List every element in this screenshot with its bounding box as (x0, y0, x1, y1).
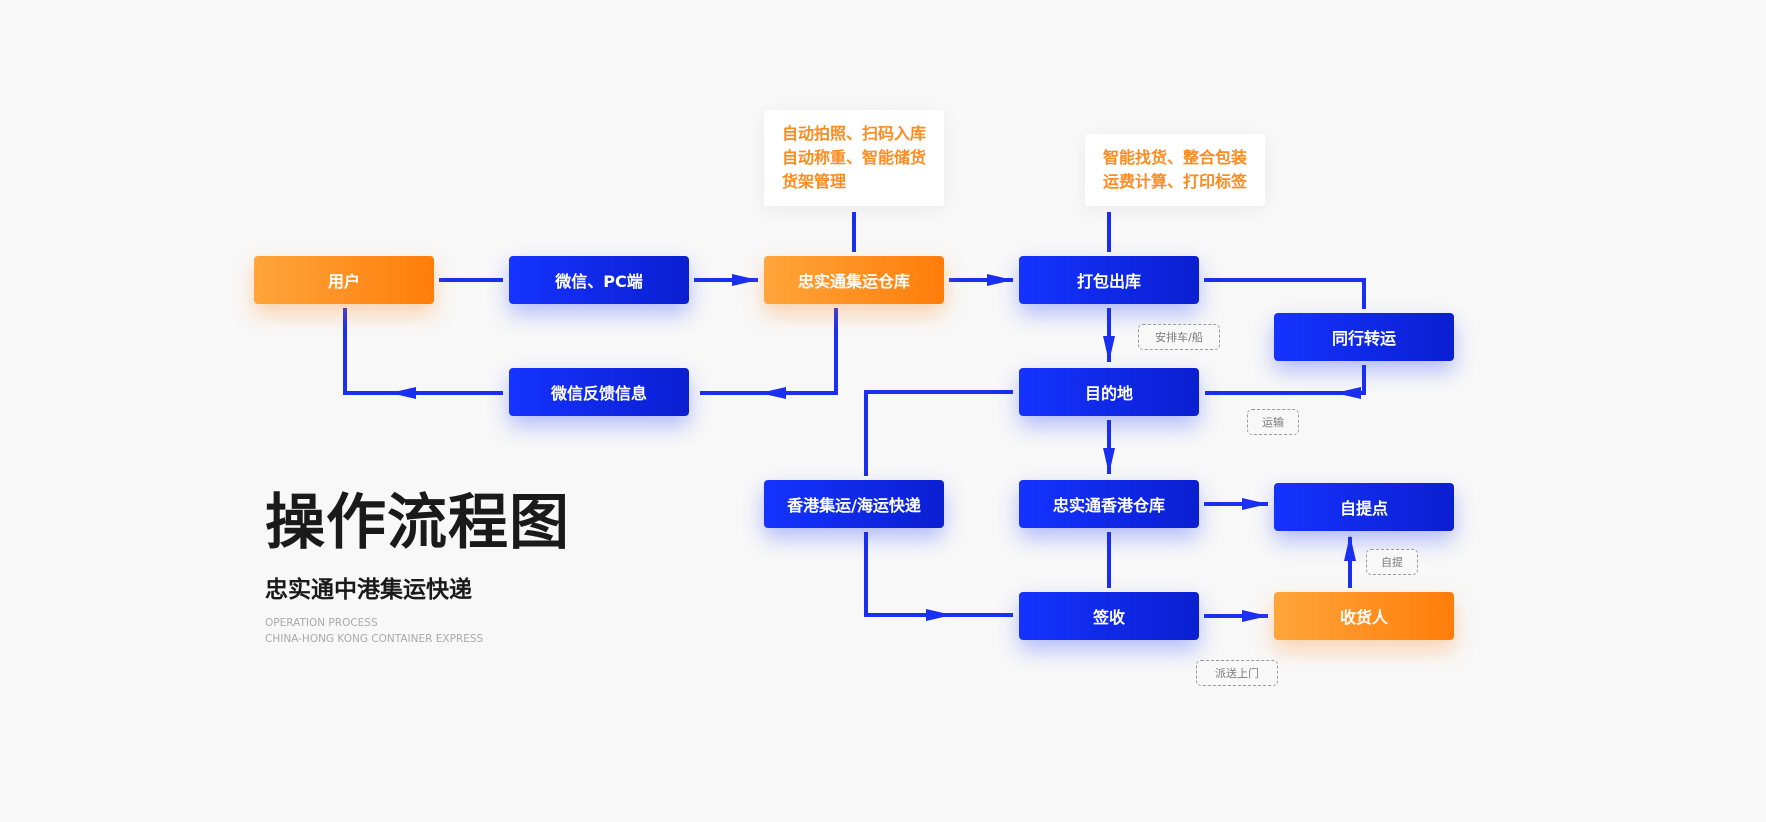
warehouse-note: 自动拍照、扫码入库 自动称重、智能储货 货架管理 (764, 110, 944, 206)
tag-delivery: 派送上门 (1196, 660, 1278, 686)
arrowhead (926, 609, 952, 621)
tag-self-pick: 自提 (1366, 549, 1418, 575)
node-sign: 签收 (1019, 592, 1199, 640)
connector-warehouse-feedback (700, 308, 838, 395)
node-pickup-point: 自提点 (1274, 483, 1454, 531)
warehouse-note-line: 自动称重、智能储货 (782, 148, 927, 167)
warehouse-note-line: 自动拍照、扫码入库 (782, 124, 927, 143)
tag-transport: 运输 (1247, 409, 1299, 435)
connector-feedback-user (343, 308, 503, 395)
arrowhead (1335, 387, 1361, 399)
node-hk-warehouse: 忠实通香港仓库 (1019, 480, 1199, 528)
node-pack-out: 打包出库 (1019, 256, 1199, 304)
arrowhead (760, 387, 786, 399)
node-receiver: 收货人 (1274, 592, 1454, 640)
node-wechat-feedback: 微信反馈信息 (509, 368, 689, 416)
arrowhead (987, 274, 1013, 286)
pack-note-line: 运费计算、打印标签 (1103, 172, 1248, 191)
node-user: 用户 (254, 256, 434, 304)
node-hk-sea: 香港集运/海运快递 (764, 480, 944, 528)
english-caption-line2: CHINA-HONG KONG CONTAINER EXPRESS (265, 633, 484, 645)
arrowhead (1103, 336, 1115, 362)
node-peer-transfer: 同行转运 (1274, 313, 1454, 361)
tag-arrange: 安排车/船 (1138, 324, 1220, 350)
arrowhead (732, 274, 758, 286)
page-title: 操作流程图 (265, 488, 570, 558)
arrowhead (1344, 535, 1356, 561)
arrowhead (390, 387, 416, 399)
arrowhead (1103, 448, 1115, 474)
page-subtitle: 忠实通中港集运快递 (265, 577, 472, 603)
node-destination: 目的地 (1019, 368, 1199, 416)
english-caption-line1: OPERATION PROCESS (265, 617, 378, 629)
node-wechat-pc: 微信、PC端 (509, 256, 689, 304)
pack-note: 智能找货、整合包装 运费计算、打印标签 (1085, 134, 1265, 206)
connector-peer-destination (1205, 365, 1366, 395)
connector-hksea-sign (864, 532, 1013, 617)
connector-destination-hksea (864, 390, 1013, 476)
arrowhead (1242, 498, 1268, 510)
pack-note-line: 智能找货、整合包装 (1103, 148, 1248, 167)
connector-pack-peer (1204, 278, 1366, 309)
warehouse-note-line: 货架管理 (782, 172, 847, 191)
node-warehouse: 忠实通集运仓库 (764, 256, 944, 304)
arrowhead (1242, 610, 1268, 622)
